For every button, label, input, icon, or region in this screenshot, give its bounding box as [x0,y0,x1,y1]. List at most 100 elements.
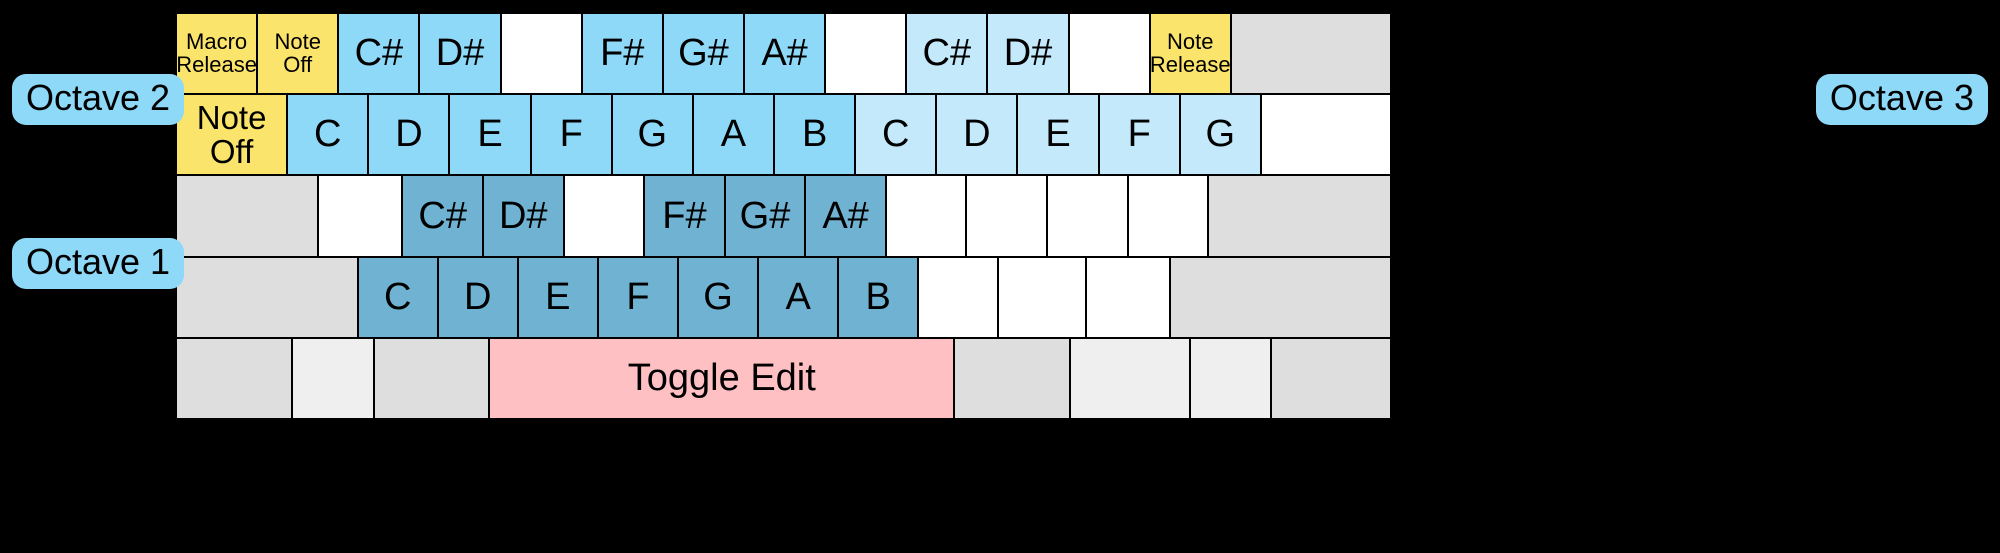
key-cell-f-r4c5[interactable]: F [596,255,679,339]
key-cell-a-r2c7[interactable]: A [691,93,776,177]
key-cell-label: D# [498,194,548,237]
key-cell-blank-r5c5[interactable] [953,336,1072,421]
key-cell-c-r2c2[interactable]: C [286,93,370,177]
key-cell-fsharp-r1c6[interactable]: F# [580,12,664,96]
key-cell-blank-r3c12[interactable] [1126,174,1210,258]
key-cell-blank-r2c14[interactable] [1259,93,1393,177]
key-cell-asharp-r1c8[interactable]: A# [742,12,827,96]
key-cell-fsharp-r3c6[interactable]: F# [643,174,726,258]
key-cell-label: A [720,113,747,156]
key-cell-blank-r3c1[interactable] [175,174,319,258]
key-cell-dsharp-r3c4[interactable]: D# [481,174,565,258]
key-cell-blank-r3c5[interactable] [562,174,646,258]
key-cell-label: G [637,113,668,156]
key-cell-a-r4c7[interactable]: A [757,255,840,339]
key-cell-label: E [545,275,571,318]
key-cell-blank-r4c11[interactable] [1085,255,1172,339]
key-cell-label: G# [739,194,791,237]
key-cell-blank-r1c14[interactable] [1229,12,1393,96]
key-cell-blank-r1c9[interactable] [824,12,908,96]
octave-1-label: Octave 1 [12,238,185,289]
key-cell-label: B [865,275,891,318]
key-cell-d-r2c3[interactable]: D [367,93,451,177]
key-cell-blank-r5c8[interactable] [1270,336,1393,421]
key-cell-blank-r3c9[interactable] [884,174,968,258]
key-cell-f-r2c12[interactable]: F [1097,93,1181,177]
key-cell-blank-r3c10[interactable] [965,174,1049,258]
key-cell-blank-r4c10[interactable] [997,255,1088,339]
key-cell-label: A [785,275,811,318]
key-cell-d-r2c10[interactable]: D [935,93,1019,177]
key-cell-dsharp-r1c11[interactable]: D# [986,12,1070,96]
key-cell-label: G [1205,113,1236,156]
key-cell-c-r4c2[interactable]: C [356,255,439,339]
key-cell-blank-r1c5[interactable] [499,12,583,96]
key-cell-gsharp-r1c7[interactable]: G# [661,12,745,96]
key-cell-label: F# [662,194,707,237]
key-cell-label: D [395,113,423,156]
key-cell-b-r2c8[interactable]: B [773,93,857,177]
key-cell-e-r2c4[interactable]: E [448,93,532,177]
key-cell-label: D [464,275,492,318]
key-cell-csharp-r1c3[interactable]: C# [337,12,421,96]
key-cell-label: F [559,113,583,156]
key-cell-label: C# [418,194,467,237]
key-cell-blank-r5c2[interactable] [290,336,375,421]
key-cell-blank-r1c12[interactable] [1067,12,1151,96]
key-cell-label: Toggle Edit [627,357,816,400]
key-cell-label: G [703,275,733,318]
key-cell-b-r4c8[interactable]: B [837,255,920,339]
key-cell-g-r2c6[interactable]: G [610,93,694,177]
key-cell-e-r4c4[interactable]: E [516,255,599,339]
key-cell-c-r2c9[interactable]: C [854,93,938,177]
key-cell-f-r2c5[interactable]: F [529,93,613,177]
key-cell-label: C# [922,32,972,75]
key-cell-blank-r5c6[interactable] [1069,336,1191,421]
key-cell-label: A# [822,194,869,237]
key-cell-d-r4c3[interactable]: D [436,255,519,339]
key-cell-csharp-r3c3[interactable]: C# [401,174,484,258]
key-cell-gsharp-r3c7[interactable]: G# [723,174,807,258]
octave-3-label: Octave 3 [1815,74,1988,125]
key-cell-blank-r3c2[interactable] [316,174,404,258]
key-cell-label: B [801,113,828,156]
key-cell-label: D [963,113,991,156]
key-cell-label: E [477,113,503,156]
key-cell-label: G# [678,32,729,75]
key-cell-toggle-edit-r5c4[interactable]: Toggle Edit [488,336,956,421]
key-row-octave1-black-keys: C# D# F# G# A# [175,174,1392,258]
key-row-bottom-row: Toggle Edit [175,336,1393,421]
key-cell-g-r2c13[interactable]: G [1178,93,1262,177]
key-cell-g-r4c6[interactable]: G [677,255,760,339]
key-cell-blank-r4c9[interactable] [917,255,1000,339]
key-cell-dsharp-r1c4[interactable]: D# [418,12,502,96]
key-cell-label: A# [761,32,808,75]
key-cell-blank-r3c13[interactable] [1207,174,1392,258]
key-cell-label: C# [354,32,404,75]
key-cell-asharp-r3c8[interactable]: A# [804,174,887,258]
key-cell-label: C [314,113,342,156]
key-cell-label: E [1045,113,1071,156]
key-cell-blank-r4c12[interactable] [1169,255,1392,339]
key-cell-blank-r4c1[interactable] [175,255,359,339]
key-cell-blank-r3c11[interactable] [1046,174,1129,258]
key-cell-label: D# [435,32,485,75]
key-cell-e-r2c11[interactable]: E [1016,93,1100,177]
key-cell-csharp-r1c10[interactable]: C# [905,12,989,96]
key-cell-blank-r5c7[interactable] [1188,336,1273,421]
key-cell-blank-r5c3[interactable] [372,336,491,421]
key-cell-blank-r5c1[interactable] [175,336,293,421]
key-cell-label: C [383,275,412,318]
